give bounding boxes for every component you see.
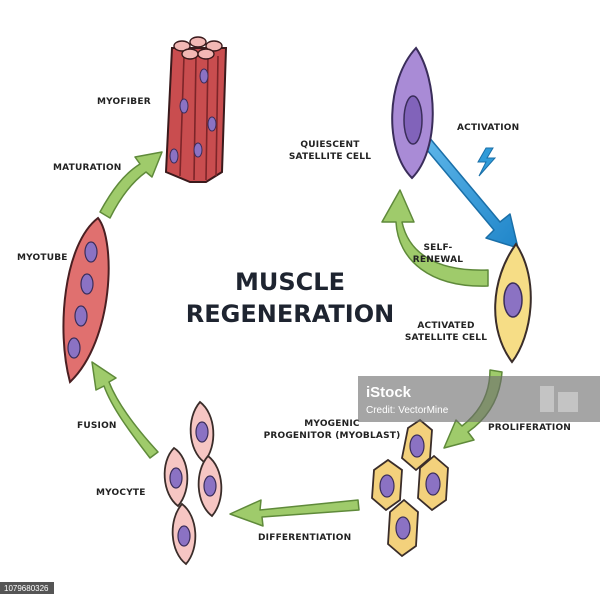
nucleus xyxy=(503,282,523,318)
nucleus xyxy=(403,95,423,145)
myocyte-cell xyxy=(171,502,197,566)
label-maturation: MATURATION xyxy=(53,163,122,173)
maturation-arrow xyxy=(99,151,163,219)
label-differentiation: DIFFERENTIATION xyxy=(258,533,351,543)
myoblast-cluster xyxy=(371,418,449,558)
activated-satellite-cell xyxy=(494,242,532,364)
image-id: 1079680326 xyxy=(4,584,49,593)
label-activated-line-2: SATELLITE CELL xyxy=(405,333,487,343)
quiescent-satellite-cell xyxy=(391,46,434,180)
label-myotube: MYOTUBE xyxy=(17,253,68,263)
differentiation-arrow xyxy=(229,499,360,527)
nucleus xyxy=(74,305,88,327)
label-quiescent-line-1: QUIESCENT xyxy=(300,140,360,150)
diagram-title: MUSCLE REGENERATION xyxy=(186,268,394,328)
lightning-icon xyxy=(477,147,497,177)
nucleus xyxy=(80,273,94,295)
myocyte-cell xyxy=(163,446,189,508)
title-line-1: MUSCLE xyxy=(235,268,345,296)
self-renewal-arrow xyxy=(381,189,489,287)
label-quiescent-line-2: SATELLITE CELL xyxy=(289,152,371,162)
myocyte-cluster xyxy=(163,400,223,566)
label-myofiber: MYOFIBER xyxy=(97,97,151,107)
label-proliferation: PROLIFERATION xyxy=(488,423,571,433)
myoblast-cell xyxy=(417,454,449,512)
label-activated-line-1: ACTIVATED xyxy=(417,321,474,331)
title-line-2: REGENERATION xyxy=(186,300,394,328)
label-myocyte: MYOCYTE xyxy=(96,488,146,498)
label-myogenic-line-2: PROGENITOR (MYOBLAST) xyxy=(264,431,401,441)
watermark-brand: iStock xyxy=(366,384,412,401)
label-fusion: FUSION xyxy=(77,421,117,431)
watermark-credit: Credit: VectorMine xyxy=(366,405,449,416)
label-activation: ACTIVATION xyxy=(457,123,519,133)
myocyte-cell xyxy=(189,400,215,464)
label-myogenic-line-1: MYOGENIC xyxy=(304,419,360,429)
image-id-strip: 1079680326 xyxy=(0,582,54,594)
label-self-renewal-line-1: SELF- xyxy=(424,243,453,253)
label-self-renewal-line-2: RENEWAL xyxy=(413,255,463,265)
nucleus xyxy=(84,241,98,263)
myoblast-cell xyxy=(371,458,403,512)
myotube xyxy=(62,216,110,384)
myocyte-cell xyxy=(197,454,223,518)
fusion-arrow xyxy=(91,361,159,459)
myoblast-cell xyxy=(387,498,419,558)
activation-arrow xyxy=(421,135,519,249)
watermark-banner: iStock Credit: VectorMine xyxy=(358,376,600,422)
nucleus xyxy=(67,337,81,359)
myofiber xyxy=(164,36,228,183)
